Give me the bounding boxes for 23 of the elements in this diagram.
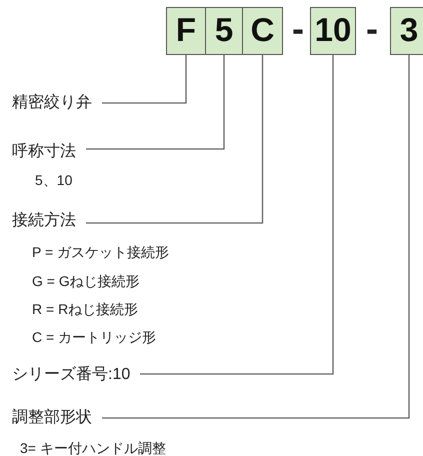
item-label: 呼称寸法 bbox=[12, 142, 76, 162]
separator-dash: - bbox=[366, 7, 378, 51]
leader-line bbox=[102, 55, 187, 104]
item-label: シリーズ番号:10 bbox=[12, 365, 130, 385]
separator-dash: - bbox=[292, 7, 304, 51]
code-box: 5 bbox=[205, 7, 243, 55]
code-box: C bbox=[242, 7, 283, 55]
code-box: F bbox=[166, 7, 206, 55]
code-box: 10 bbox=[310, 7, 356, 55]
item-label: 接続方法 bbox=[12, 211, 76, 231]
leader-line bbox=[86, 55, 225, 150]
option-text: 3= キー付ハンドル調整 bbox=[20, 439, 166, 456]
leader-line bbox=[86, 55, 264, 224]
option-text: R = Rねじ接続形 bbox=[32, 300, 138, 318]
option-text: C = カートリッジ形 bbox=[32, 328, 156, 346]
option-text: P = ガスケット接続形 bbox=[32, 243, 170, 261]
leader-line bbox=[140, 55, 334, 375]
leader-line bbox=[102, 55, 410, 419]
option-text: 5、10 bbox=[35, 171, 72, 189]
item-label: 精密絞り弁 bbox=[12, 93, 92, 113]
code-box: 3 bbox=[390, 7, 423, 55]
item-label: 調整部形状 bbox=[12, 408, 92, 428]
option-text: G = Gねじ接続形 bbox=[32, 272, 140, 290]
